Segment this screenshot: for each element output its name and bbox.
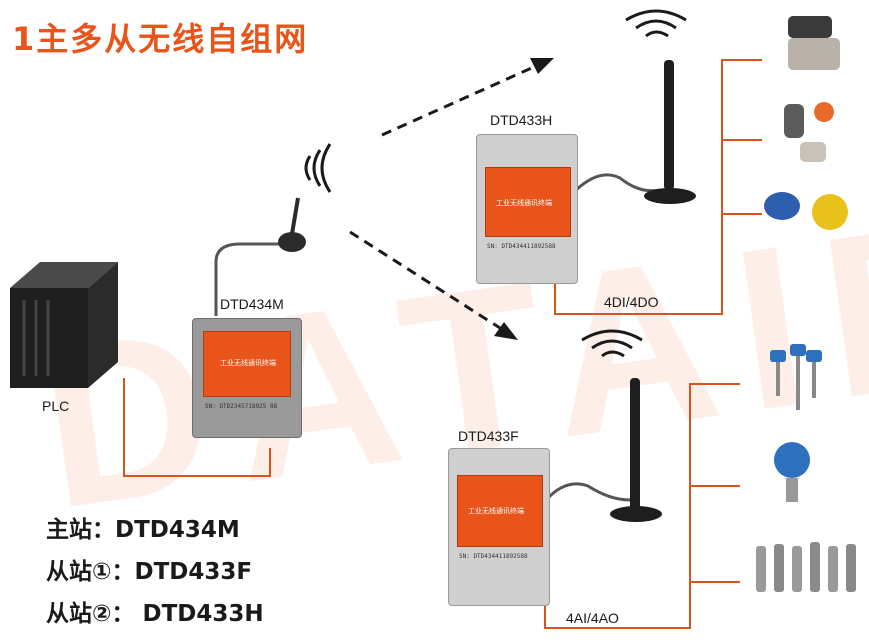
slave-f-device-face: 工业无线通讯终端 <box>457 475 543 547</box>
arrowhead-to-f <box>494 322 518 340</box>
slave-h-output-wire <box>554 59 762 315</box>
temperature-sensors-icon <box>770 344 822 410</box>
slave-h-device-face: 工业无线通讯终端 <box>485 167 571 237</box>
slave-h-io-label: 4DI/4DO <box>604 294 659 310</box>
pressure-sensors-row-icon <box>756 542 856 592</box>
wireless-arrow-to-h <box>381 64 537 137</box>
slave-f-device: 工业无线通讯终端 SN: DTD434411892588 <box>448 448 550 606</box>
master-antenna-base <box>278 232 306 252</box>
legend-master: 主站：DTD434M <box>46 517 240 543</box>
master-device-face: 工业无线通讯终端 <box>203 331 291 397</box>
master-label: DTD434M <box>220 296 284 312</box>
plc-unit-icon <box>10 262 118 388</box>
master-product-name: 工业无线通讯终端 <box>220 359 276 367</box>
signal-arcs-master <box>304 143 332 193</box>
slave-h-product-name: 工业无线通讯终端 <box>496 199 552 207</box>
signal-arcs-h <box>625 9 687 38</box>
signal-arcs-f <box>581 329 643 358</box>
slave-f-output-wire <box>544 383 740 629</box>
plc-label: PLC <box>42 398 70 414</box>
page-title: 1主多从无线自组网 <box>12 20 309 58</box>
slave-h-device: 工业无线通讯终端 SN: DTD434411892588 <box>476 134 578 284</box>
slave-h-antenna-cable <box>574 173 661 193</box>
master-serial: SN: DTD2345718925 88 <box>205 403 278 410</box>
slave-f-antenna-base <box>610 506 662 522</box>
master-antenna-cable <box>214 242 292 316</box>
slave-f-label: DTD433F <box>458 428 519 444</box>
float-switch-icon <box>764 192 848 230</box>
slave-h-serial: SN: DTD434411892588 <box>487 243 556 250</box>
arrowhead-to-h <box>530 58 554 74</box>
pushbutton-sensor-icon <box>784 102 834 162</box>
pressure-transmitter-icon <box>774 442 810 502</box>
slave-h-antenna-rod <box>664 60 674 190</box>
legend-slave2: 从站②： DTD433H <box>46 601 264 627</box>
legend-slave1: 从站①：DTD433F <box>46 559 253 585</box>
master-device: 工业无线通讯终端 SN: DTD2345718925 88 <box>192 318 302 438</box>
slave-h-antenna-base <box>644 188 696 204</box>
slave-f-product-name: 工业无线通讯终端 <box>468 507 524 515</box>
master-antenna-whip <box>290 197 300 235</box>
slave-f-io-label: 4AI/4AO <box>566 610 619 626</box>
slave-f-antenna-rod <box>630 378 640 510</box>
slave-f-antenna-cable <box>544 482 631 502</box>
plc-to-master-wire <box>123 378 271 477</box>
solenoid-valve-icon <box>788 16 840 70</box>
slave-h-label: DTD433H <box>490 112 553 128</box>
wireless-arrow-to-f <box>349 230 501 330</box>
slave-f-serial: SN: DTD434411892588 <box>459 553 528 560</box>
